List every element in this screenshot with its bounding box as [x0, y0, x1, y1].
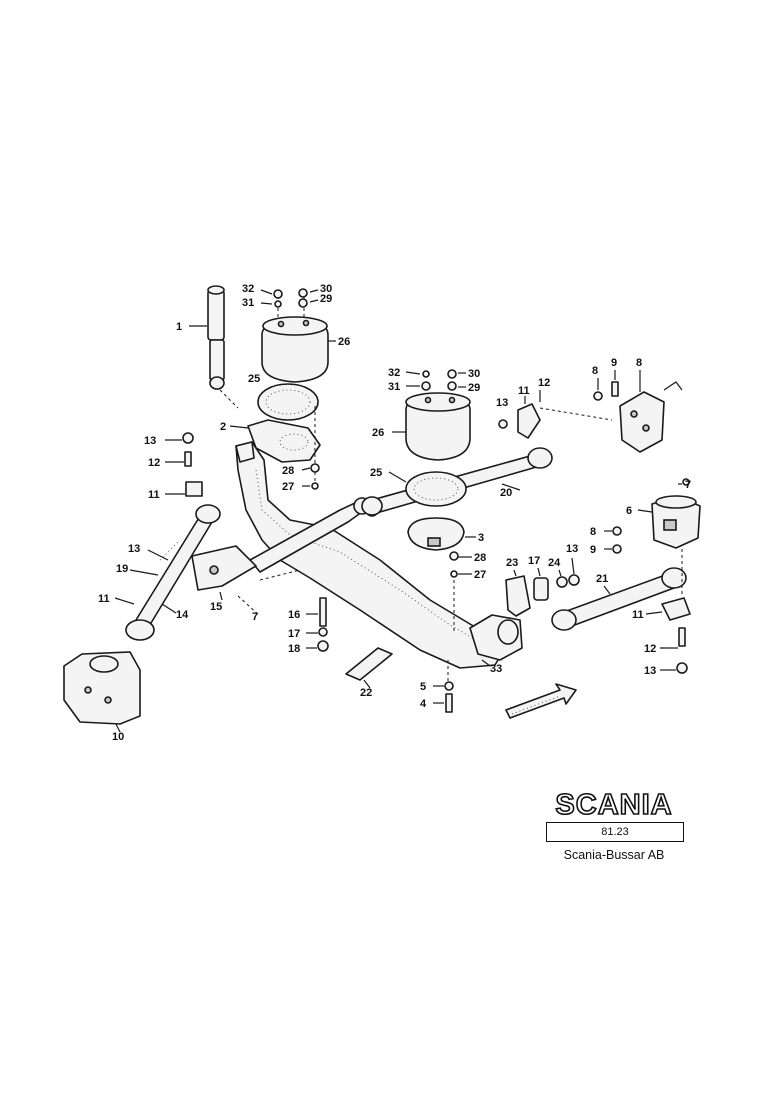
callout-11-left: 11 — [148, 489, 160, 501]
callout-31b: 31 — [388, 381, 400, 393]
callout-27: 27 — [282, 481, 294, 493]
callout-16: 16 — [288, 609, 300, 621]
scania-logo: SCANIA — [555, 789, 673, 821]
callout-labels: 1 2 32 31 30 29 26 25 28 27 32 31 30 29 … — [98, 283, 691, 743]
callout-7-right: 7 — [685, 479, 691, 491]
bracket-22 — [345, 647, 393, 681]
callout-8-mid: 8 — [590, 526, 596, 538]
callout-6: 6 — [626, 505, 632, 517]
callout-27b: 27 — [474, 569, 486, 581]
callout-28b: 28 — [474, 552, 486, 564]
callout-13-top: 13 — [496, 397, 508, 409]
callout-13-arm: 13 — [128, 543, 140, 555]
callout-17-right: 17 — [528, 555, 540, 567]
callout-12-top: 12 — [538, 377, 550, 389]
bracket-23 — [505, 575, 531, 617]
height-valve-8 — [619, 381, 683, 453]
valve-6 — [651, 495, 701, 549]
callout-15: 15 — [210, 601, 222, 613]
callout-18: 18 — [288, 643, 300, 655]
callout-13-left: 13 — [144, 435, 156, 447]
callout-24: 24 — [548, 557, 561, 569]
air-bellows-left — [261, 316, 329, 383]
callout-9-top: 9 — [611, 357, 617, 369]
callout-8-valve: 8 — [636, 357, 642, 369]
lower-torque-rod-right — [551, 567, 687, 631]
callout-8-top: 8 — [592, 365, 598, 377]
callout-10: 10 — [112, 731, 124, 743]
callout-22: 22 — [360, 687, 372, 699]
frame-bracket-10 — [63, 651, 141, 725]
right-axle-bracket — [469, 614, 523, 661]
callout-19: 19 — [116, 563, 128, 575]
callout-9-mid: 9 — [590, 544, 596, 556]
callout-25b: 25 — [370, 467, 382, 479]
callout-20: 20 — [500, 487, 512, 499]
lower-torque-rod-left — [125, 504, 221, 641]
callout-17: 17 — [288, 628, 300, 640]
callout-30b: 30 — [468, 368, 480, 380]
callout-32: 32 — [242, 283, 254, 295]
callout-11-right: 11 — [632, 609, 644, 621]
callout-1: 1 — [176, 321, 182, 333]
callout-29: 29 — [320, 293, 332, 305]
forward-direction-arrow-icon — [505, 683, 577, 719]
callout-13-mid: 13 — [566, 543, 578, 555]
callout-26b: 26 — [372, 427, 384, 439]
callout-13-right: 13 — [644, 665, 656, 677]
callout-28: 28 — [282, 465, 294, 477]
callout-26: 26 — [338, 336, 350, 348]
shock-absorber — [207, 285, 225, 390]
title-block: SCANIA 81.23 Scania-Bussar AB — [542, 789, 686, 880]
callout-21: 21 — [596, 573, 608, 585]
callout-12-right: 12 — [644, 643, 656, 655]
callout-30: 30 — [320, 283, 332, 295]
callout-2: 2 — [220, 421, 226, 433]
bellows-bracket-left — [247, 419, 321, 463]
spring-plate-left — [257, 383, 319, 421]
callout-25: 25 — [248, 373, 260, 385]
callout-3: 3 — [478, 532, 484, 544]
company-name: Scania-Bussar AB — [563, 848, 665, 862]
axle-bracket-15 — [191, 545, 257, 591]
spring-plate-right — [405, 471, 467, 507]
callout-23: 23 — [506, 557, 518, 569]
callout-5: 5 — [420, 681, 426, 693]
callout-11-arm: 11 — [98, 593, 110, 605]
callout-31: 31 — [242, 297, 254, 309]
callout-32b: 32 — [388, 367, 400, 379]
fasteners-left-top — [273, 288, 308, 308]
callout-7-left: 7 — [252, 611, 258, 623]
page-code: 81.23 — [546, 822, 684, 842]
callout-4: 4 — [420, 698, 427, 710]
callout-33: 33 — [490, 663, 502, 675]
lower-bellows-plate — [407, 517, 465, 551]
air-bellows-right — [405, 392, 471, 461]
callout-29b: 29 — [468, 382, 480, 394]
callout-12-left: 12 — [148, 457, 160, 469]
callout-11-top: 11 — [518, 385, 530, 397]
callout-14: 14 — [176, 609, 189, 621]
